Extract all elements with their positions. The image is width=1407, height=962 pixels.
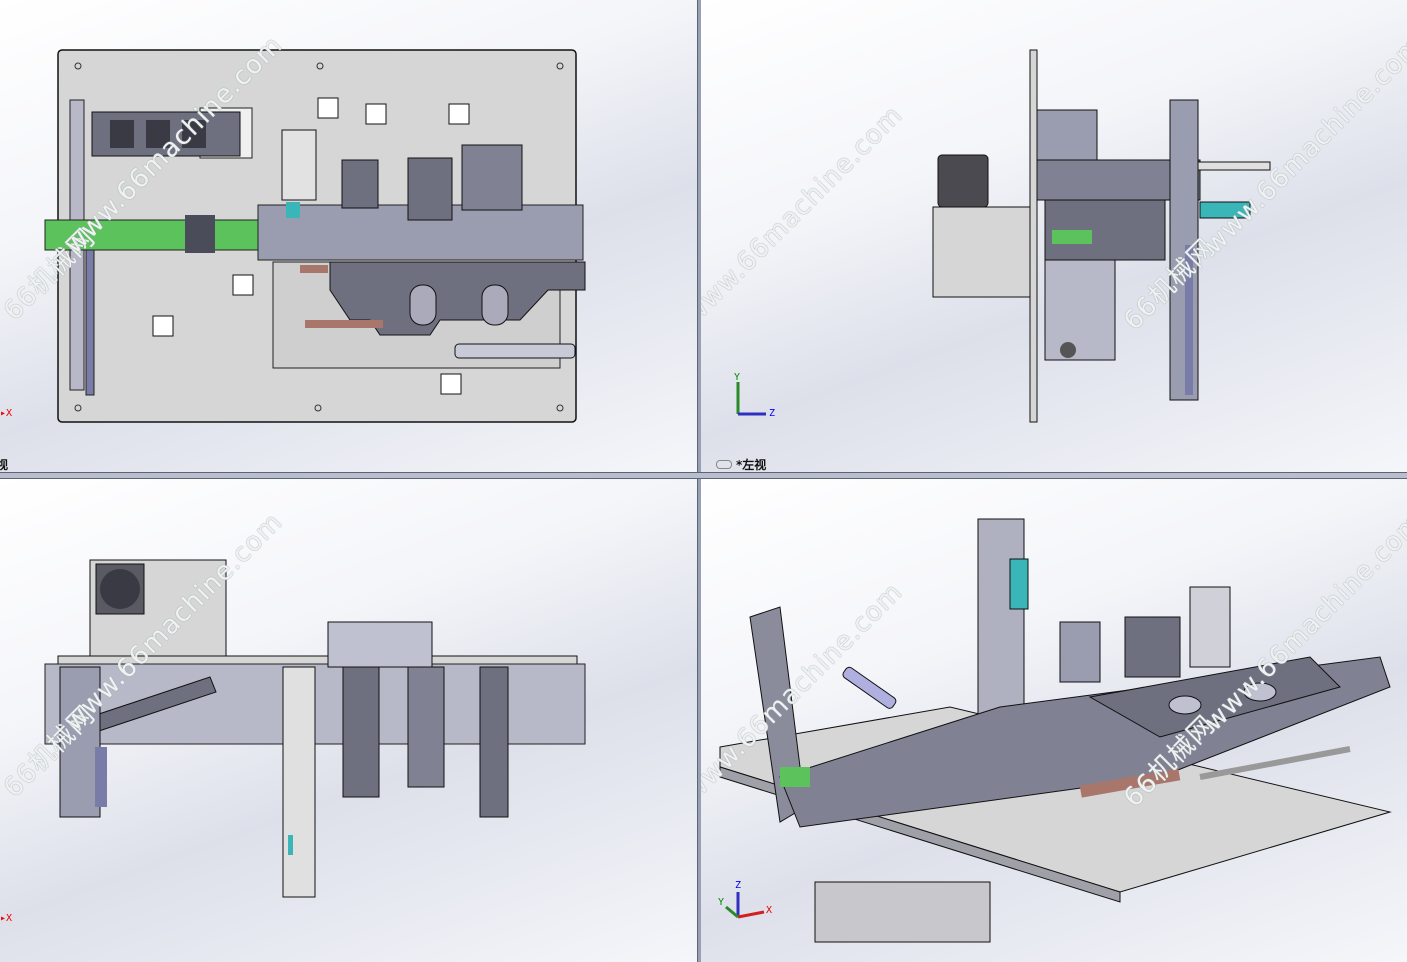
triad-z-label: Z <box>769 408 776 419</box>
triad-y-label: Y <box>718 897 725 908</box>
base-plate-edge <box>1029 49 1038 423</box>
coordinate-triad <box>736 382 766 416</box>
lower-frame <box>1044 259 1116 361</box>
station <box>407 157 453 221</box>
triad-x-label: X <box>766 905 773 916</box>
station <box>341 159 379 209</box>
slot <box>481 284 509 326</box>
view-label: 视 <box>0 458 9 472</box>
arm <box>1197 161 1271 171</box>
station-top <box>327 621 433 668</box>
station <box>1059 621 1101 683</box>
sensor <box>1199 201 1251 219</box>
column <box>342 666 380 798</box>
fixture <box>110 120 134 148</box>
station <box>1189 586 1231 668</box>
view-label-text: *左视 <box>736 458 767 472</box>
link-icon <box>716 460 732 469</box>
roller <box>1060 342 1076 358</box>
column <box>479 666 509 818</box>
viewport-front[interactable]: ▸X 视 66机械网 www.66machine.com <box>0 0 697 472</box>
mount-hole <box>440 373 462 395</box>
cylinder-rod <box>1199 746 1351 780</box>
motor-box <box>814 881 991 943</box>
coordinate-triad <box>725 892 765 919</box>
viewport-left[interactable]: Y Z *左视 www.66machine.com 66机械网 www.66ma… <box>700 0 1407 472</box>
rod <box>1185 245 1193 395</box>
mount-hole <box>317 97 339 119</box>
vertical-column <box>1169 99 1199 401</box>
triad-y-label: Y <box>734 372 741 383</box>
fixture <box>146 120 170 148</box>
left-view-model <box>932 49 1271 423</box>
air-cylinder <box>842 666 897 709</box>
mount-hole <box>232 274 254 296</box>
mount-hole <box>152 315 174 337</box>
motor <box>937 154 989 208</box>
vertical-column <box>977 518 1025 740</box>
rod <box>95 747 107 807</box>
mount-hole <box>365 103 387 125</box>
air-cylinder <box>454 343 576 359</box>
green-conveyor <box>780 767 810 787</box>
feeder <box>1036 109 1098 161</box>
copper-bar <box>305 320 383 328</box>
viewport-splitter-horizontal[interactable] <box>0 472 1407 479</box>
triad-x-axis: ▸X <box>0 913 13 924</box>
sensor <box>286 202 300 218</box>
copper-bar <box>300 265 328 273</box>
fixture <box>185 215 215 253</box>
main-bracket <box>329 261 586 336</box>
view-label: *左视 <box>716 456 766 472</box>
slot <box>409 284 437 326</box>
station <box>1124 616 1181 678</box>
cylinder-rod <box>85 249 95 396</box>
viewport-splitter-vertical[interactable] <box>697 0 701 962</box>
motor-box <box>932 206 1031 298</box>
viewport-isometric[interactable]: Z X Y www.66machine.com 66机械网 www.66mach… <box>700 477 1407 962</box>
station <box>281 129 317 201</box>
station <box>461 144 523 211</box>
copper-bar <box>1079 768 1181 798</box>
slot <box>1168 695 1202 715</box>
main-bracket <box>1088 656 1341 738</box>
slot <box>1243 682 1277 702</box>
column <box>407 666 445 788</box>
sensor <box>288 835 293 855</box>
viewport-top[interactable]: ▸X 66机械网 www.66machine.com <box>0 477 697 962</box>
triad-z-label: Z <box>735 880 742 891</box>
fixture <box>182 120 206 148</box>
mount-hole <box>448 103 470 125</box>
side-frame <box>59 666 101 818</box>
long-arm <box>282 666 316 898</box>
front-view-model <box>44 49 586 423</box>
motor-shaft <box>100 569 140 609</box>
top-view-model <box>44 559 586 898</box>
triad-x-axis: ▸X <box>0 408 13 419</box>
green-conveyor <box>1052 230 1092 244</box>
isometric-model <box>719 518 1392 943</box>
sensor <box>1009 558 1029 610</box>
green-conveyor <box>44 219 259 251</box>
